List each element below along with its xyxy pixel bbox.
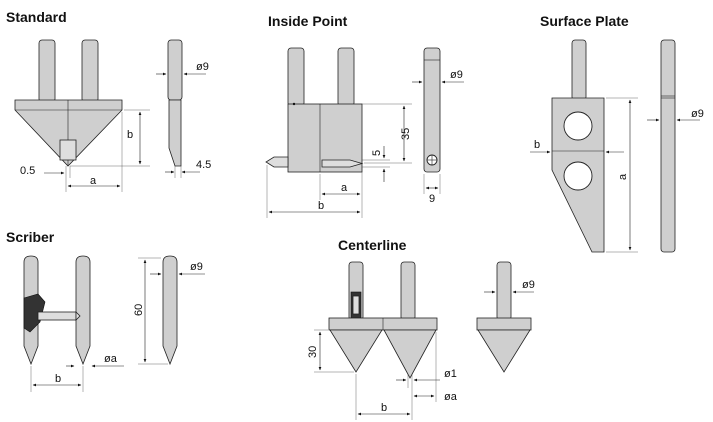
centerline-side-cone — [477, 329, 531, 373]
scriber-b-label: b — [55, 373, 61, 385]
scriber-title: Scriber — [6, 229, 55, 245]
scriber-front-view — [23, 255, 91, 366]
centerline-side-view: ø9 — [476, 261, 535, 373]
centerline-title: Centerline — [338, 237, 407, 253]
inside-point-title: Inside Point — [268, 13, 348, 29]
centerline-right-cone — [383, 329, 437, 379]
scriber-side-needle — [162, 255, 178, 366]
centerline-right-pin — [400, 261, 416, 321]
standard-dimensions: b 0.5 a — [20, 109, 150, 192]
inside-a-label: a — [341, 182, 348, 194]
scriber-clamp-block — [23, 293, 46, 333]
centerline-b-label: b — [381, 402, 387, 414]
inside-right-tip — [321, 159, 364, 168]
scriber-side-o9-label: ø9 — [190, 261, 203, 273]
surface-pin — [571, 39, 587, 101]
inside-right-pin — [337, 47, 355, 107]
centerline-o1-label: ø1 — [444, 368, 457, 380]
centerline-30-label: 30 — [307, 346, 319, 358]
inside-point-section: Inside Point 35 5 a b — [265, 13, 464, 218]
standard-side-view: ø9 4.5 — [156, 39, 211, 178]
standard-side-pin — [167, 39, 183, 101]
scriber-stylus — [37, 311, 77, 321]
surface-plate-title: Surface Plate — [540, 13, 629, 29]
surface-a-label: a — [617, 173, 629, 180]
centerline-side-flange — [476, 317, 532, 331]
surface-side-o9-label: ø9 — [691, 108, 704, 120]
surface-plate-dimensions: b a — [530, 97, 638, 253]
centerline-left-cone — [329, 329, 383, 373]
standard-left-pin — [38, 39, 56, 103]
inside-9-label: 9 — [429, 193, 435, 205]
centerline-front-view — [328, 261, 438, 379]
surface-plate-front-view — [551, 39, 605, 253]
standard-a-label: a — [90, 175, 97, 187]
scriber-right-needle — [75, 255, 91, 366]
inside-b-label: b — [318, 200, 324, 212]
surface-plate-side-view: ø9 — [647, 39, 704, 253]
surface-b-label: b — [534, 139, 540, 151]
inside-point-dimensions: 35 5 a b — [266, 103, 412, 218]
scriber-section: Scriber b øa 60 ø9 — [6, 229, 205, 392]
standard-front-view — [14, 39, 123, 167]
inside-side-bar — [423, 47, 441, 173]
inside-side-o9-label: ø9 — [450, 69, 463, 81]
centerline-side-pin — [496, 261, 512, 321]
centerline-dimensions: 30 ø1 øa b — [307, 329, 458, 420]
standard-05-label: 0.5 — [20, 165, 35, 177]
surface-lower-hole — [563, 161, 593, 191]
standard-b-label: b — [127, 129, 133, 141]
scriber-oa-label: øa — [104, 353, 118, 365]
standard-triangle-body — [14, 99, 123, 167]
standard-right-pin — [81, 39, 99, 103]
scriber-60-label: 60 — [133, 304, 145, 316]
surface-plate-section: Surface Plate b a ø9 — [530, 13, 704, 253]
inside-left-pin — [287, 47, 305, 107]
scriber-dimensions: b øa — [30, 353, 124, 392]
centerline-side-o9-label: ø9 — [522, 279, 535, 291]
scriber-side-view: 60 ø9 — [133, 255, 205, 366]
standard-section: Standard b 0.5 a ø9 — [6, 9, 211, 192]
surface-side-bar — [660, 39, 676, 253]
inside-35-label: 35 — [400, 128, 412, 140]
surface-upper-hole — [563, 111, 593, 141]
standard-tip-insert — [59, 139, 77, 161]
standard-title: Standard — [6, 9, 67, 25]
centerline-section: Centerline 30 ø1 øa b — [307, 237, 535, 420]
standard-side-o9-label: ø9 — [196, 61, 209, 73]
centerline-oa-label: øa — [444, 391, 458, 403]
inside-point-front-view — [265, 47, 364, 173]
standard-45-label: 4.5 — [196, 159, 211, 171]
standard-side-blade — [168, 99, 182, 167]
inside-left-tip — [265, 156, 289, 168]
inside-5-label: 5 — [371, 150, 383, 156]
inside-point-side-view: ø9 9 — [412, 47, 464, 205]
